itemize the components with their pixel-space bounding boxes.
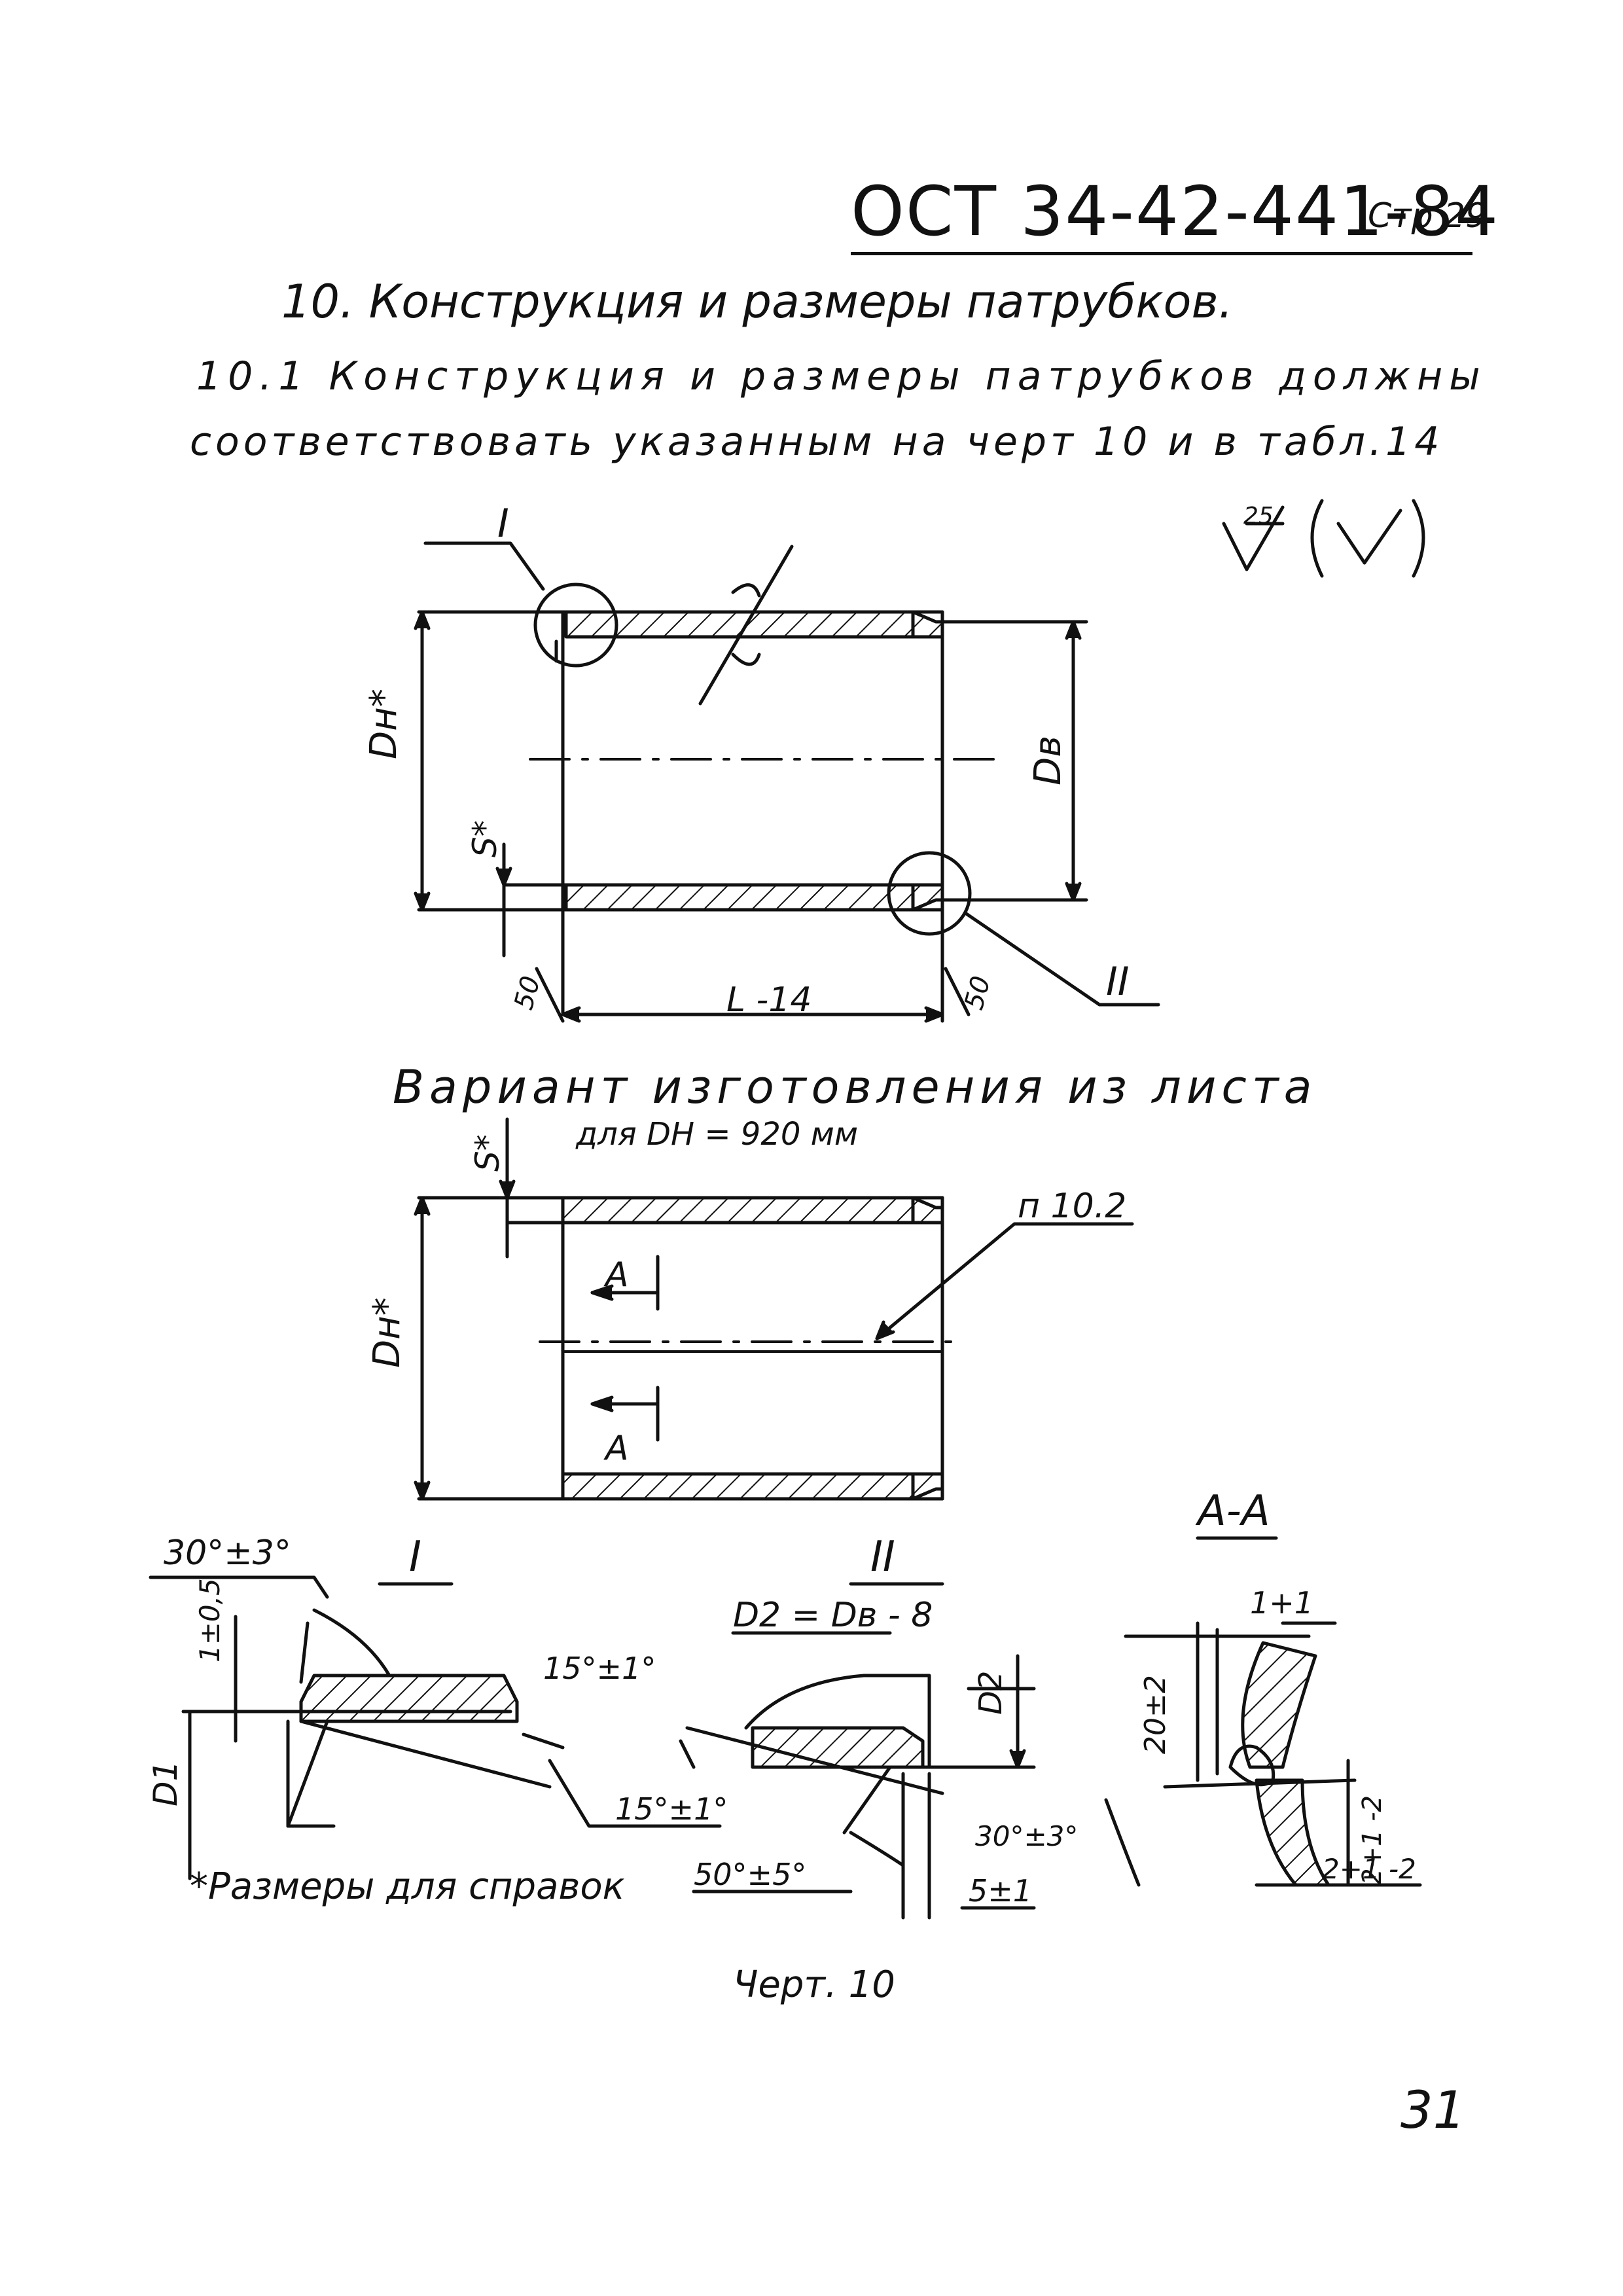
section-mark-top: A — [603, 1255, 629, 1295]
variant-subcaption: для DН = 920 мм — [576, 1116, 859, 1153]
section-AA-drawing — [1104, 1536, 1422, 1887]
pipe-drawing-1 — [414, 541, 1160, 1023]
detail-I-dim-D1: D1 — [147, 1761, 185, 1806]
callout-I-label: I — [497, 501, 509, 547]
header-underline — [851, 252, 1472, 255]
detail-I-dim-height: 1±0,5 — [194, 1578, 226, 1662]
section-AA-angle-30: 30°±3° — [975, 1820, 1078, 1852]
detail-II-formula: D2 = Dв - 8 — [733, 1596, 933, 1635]
header-page-ref: Стр 29 — [1368, 196, 1488, 236]
detail-II-dim-D2: D2 — [972, 1671, 1009, 1715]
detail-I-drawing — [149, 1575, 722, 1880]
dim-S-label: S* — [466, 820, 504, 857]
section-AA-dim-2b: 2+1 -2 — [1322, 1853, 1416, 1885]
variant-ref-note: п 10.2 — [1018, 1187, 1126, 1226]
footnote: *Размеры для справок — [190, 1865, 625, 1908]
section-AA-dim-top: 1+1 — [1250, 1585, 1313, 1621]
callout-II-label: II — [1106, 959, 1129, 1005]
detail-I-title: I — [409, 1533, 421, 1581]
page-number: 31 — [1400, 2081, 1466, 2140]
pipe-drawing-2 — [414, 1117, 1134, 1501]
variant-dim-S-label: S* — [469, 1134, 507, 1172]
dim-Dn-label: Dн* — [363, 689, 405, 759]
dim-Dv-label: Dв — [1027, 736, 1069, 785]
roughness-symbol — [1222, 499, 1425, 578]
paragraph-line-2: соответствовать указанным на черт 10 и в… — [190, 419, 1444, 465]
standard-number: ОСТ 34-42-441-84 — [851, 171, 1500, 251]
section-AA-title: A-A — [1195, 1487, 1270, 1535]
figure-caption: Черт. 10 — [733, 1964, 895, 2006]
detail-II-angle-50: 50°±5° — [694, 1857, 806, 1892]
detail-I-angle-top: 30°±3° — [164, 1534, 291, 1573]
variant-caption: Вариант изготовления из листа — [393, 1060, 1317, 1114]
detail-I-angle-15b: 15°±1° — [615, 1791, 728, 1827]
detail-II-drawing — [679, 1582, 1036, 1920]
section-AA-dim-2a: 2+1 -2 — [1357, 1795, 1387, 1885]
section-title: 10. Конструкция и размеры патрубков. — [281, 275, 1233, 329]
paragraph-line-1: 10.1 Конструкция и размеры патрубков дол… — [196, 353, 1487, 399]
detail-II-dim-5: 5±1 — [969, 1873, 1032, 1909]
detail-II-title: II — [870, 1533, 895, 1581]
angle-right-label: 50 — [959, 973, 997, 1013]
variant-dim-Dn-label: Dн* — [366, 1297, 408, 1368]
detail-I-angle-15a: 15°±1° — [543, 1651, 656, 1686]
section-AA-dim-20: 20±2 — [1139, 1675, 1172, 1754]
roughness-value: 25 — [1243, 503, 1274, 529]
section-mark-bottom: A — [603, 1429, 629, 1468]
dim-L-label: L -14 — [726, 980, 812, 1020]
